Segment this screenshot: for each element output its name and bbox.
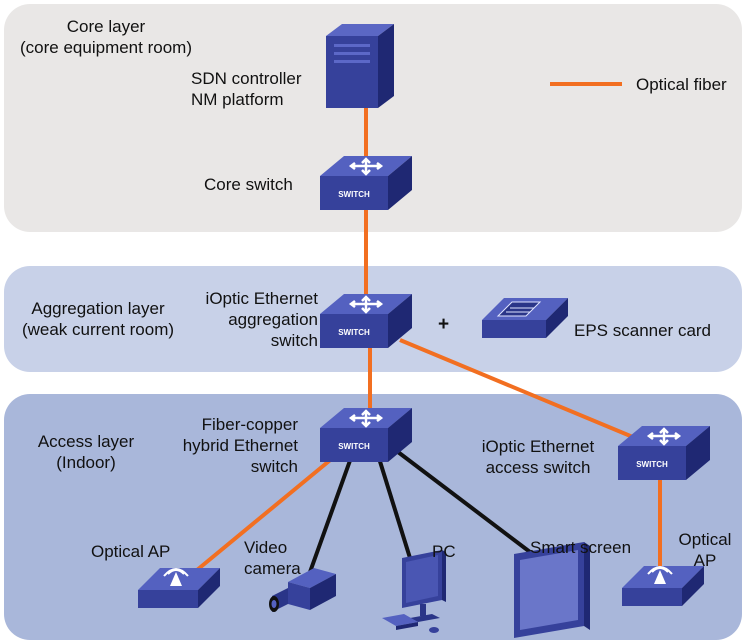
aggregation-switch-label-line3: switch xyxy=(270,331,318,350)
access-switch-icon: SWITCH xyxy=(618,426,710,480)
controller-label-line1: SDN controller xyxy=(191,69,302,88)
aggregation-layer-label: Aggregation layer (weak current room) xyxy=(8,298,188,340)
pc-icon xyxy=(382,550,446,633)
legend-fiber-label: Optical fiber xyxy=(636,75,727,94)
video-camera-label: Video camera xyxy=(244,537,301,579)
aggregation-switch-label-line1: iOptic Ethernet xyxy=(205,289,318,308)
svg-text:SWITCH: SWITCH xyxy=(338,328,370,337)
smart-screen-label: Smart screen xyxy=(530,538,632,557)
video-camera-label-line1: Video xyxy=(244,538,288,557)
hybrid-switch-label-line3: switch xyxy=(250,457,298,476)
aggregation-switch-icon: SWITCH xyxy=(320,294,412,348)
aggregation-layer-subtitle: (weak current room) xyxy=(21,320,175,339)
fiber-aggregation-access xyxy=(399,338,641,442)
access-switch-label: iOptic Ethernet access switch xyxy=(470,436,606,478)
optical-ap-left-icon xyxy=(138,568,220,608)
video-camera-label-line2: camera xyxy=(244,559,301,578)
server-icon xyxy=(326,24,394,108)
controller-label: SDN controller NM platform xyxy=(191,68,302,110)
plus-sign: + xyxy=(438,314,450,335)
scanner-card-icon xyxy=(482,298,568,338)
access-layer-title: Access layer xyxy=(37,432,135,451)
core-layer-title: Core layer xyxy=(66,17,146,36)
access-switch-label-line2: access switch xyxy=(485,458,591,477)
core-switch-label: Core switch xyxy=(204,175,293,194)
hybrid-switch-icon: SWITCH xyxy=(320,408,412,462)
hybrid-switch-label-line1: Fiber-copper xyxy=(201,415,298,434)
copper-hybrid-camera xyxy=(308,454,354,573)
video-camera-icon xyxy=(269,568,336,612)
optical-ap-right-icon xyxy=(622,566,704,606)
aggregation-layer-title: Aggregation layer xyxy=(31,299,165,318)
hybrid-switch-label: Fiber-copper hybrid Ethernet switch xyxy=(150,414,298,477)
core-switch-icon: SWITCH xyxy=(320,156,412,210)
controller-label-line2: NM platform xyxy=(191,90,284,109)
copper-hybrid-pc xyxy=(376,454,412,559)
core-layer-label: Core layer (core equipment room) xyxy=(0,16,212,58)
optical-ap-right-label: Optical AP xyxy=(672,529,738,571)
copper-hybrid-screen xyxy=(396,450,532,554)
fiber-hybrid-ap-left xyxy=(195,450,342,572)
smart-screen-icon xyxy=(514,542,590,638)
access-switch-label-line1: iOptic Ethernet xyxy=(481,437,595,456)
svg-text:SWITCH: SWITCH xyxy=(338,190,370,199)
optical-ap-right-label-line1: Optical xyxy=(678,530,732,549)
aggregation-switch-label: iOptic Ethernet aggregation switch xyxy=(170,288,318,351)
optical-ap-left-label: Optical AP xyxy=(91,542,171,561)
optical-ap-right-label-line2: AP xyxy=(693,551,717,570)
scanner-card-label: EPS scanner card xyxy=(574,321,712,340)
hybrid-switch-label-line2: hybrid Ethernet xyxy=(182,436,298,455)
pc-label: PC xyxy=(432,542,456,561)
access-layer-label: Access layer (Indoor) xyxy=(26,431,146,473)
svg-text:SWITCH: SWITCH xyxy=(338,442,370,451)
aggregation-switch-label-line2: aggregation xyxy=(228,310,318,329)
svg-text:SWITCH: SWITCH xyxy=(636,460,668,469)
core-layer-subtitle: (core equipment room) xyxy=(20,38,192,57)
access-layer-subtitle: (Indoor) xyxy=(56,453,116,472)
